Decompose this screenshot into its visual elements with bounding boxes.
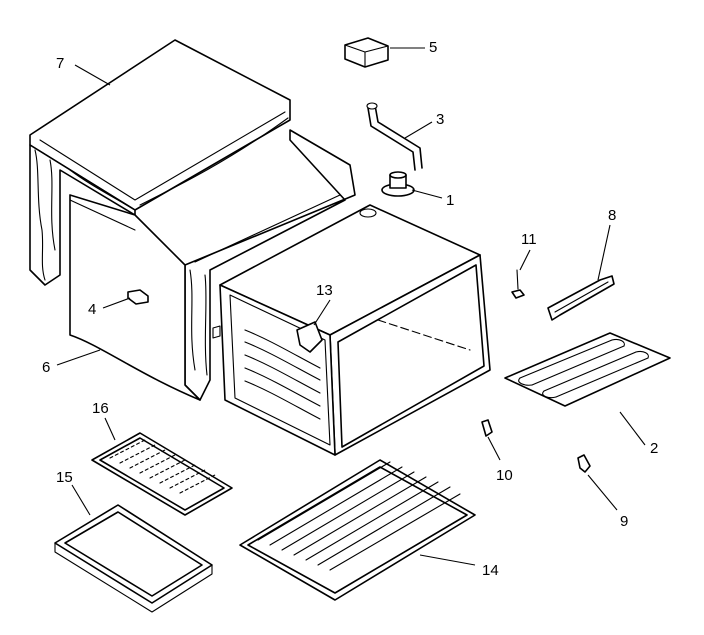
oven-cavity [212,204,491,456]
callout-6: 6 [42,359,50,376]
callout-14: 14 [482,562,499,579]
part-14-oven-rack [239,459,476,601]
callout-15: 15 [56,469,73,486]
callout-8: 8 [608,207,616,224]
part-4-clip [127,289,149,305]
part-16-broiler-grid [91,432,233,516]
callout-5: 5 [429,39,437,56]
leader-lines [56,47,646,566]
part-8-bracket [547,275,615,321]
callout-1: 1 [446,192,454,209]
callout-3: 3 [436,111,444,128]
part-1-fitting [381,171,415,197]
callout-11: 11 [521,231,537,248]
callout-7: 7 [56,55,64,72]
part-2-bake-element [504,332,671,407]
callout-labels: 7 5 3 1 4 6 13 8 11 2 10 9 14 16 15 [42,39,658,579]
part-7-top-insulation [29,39,356,401]
part-9-clip [577,454,591,473]
part-11-clip [511,269,525,299]
part-3-tube [366,102,423,171]
callout-16: 16 [92,400,109,417]
callout-2: 2 [650,440,658,457]
callout-10: 10 [496,467,513,484]
callout-9: 9 [620,513,628,530]
part-10-clip [481,419,493,437]
part-15-broiler-pan [54,504,213,613]
callout-4: 4 [88,301,96,318]
callout-13: 13 [316,282,333,299]
part-5-connector [344,37,389,68]
